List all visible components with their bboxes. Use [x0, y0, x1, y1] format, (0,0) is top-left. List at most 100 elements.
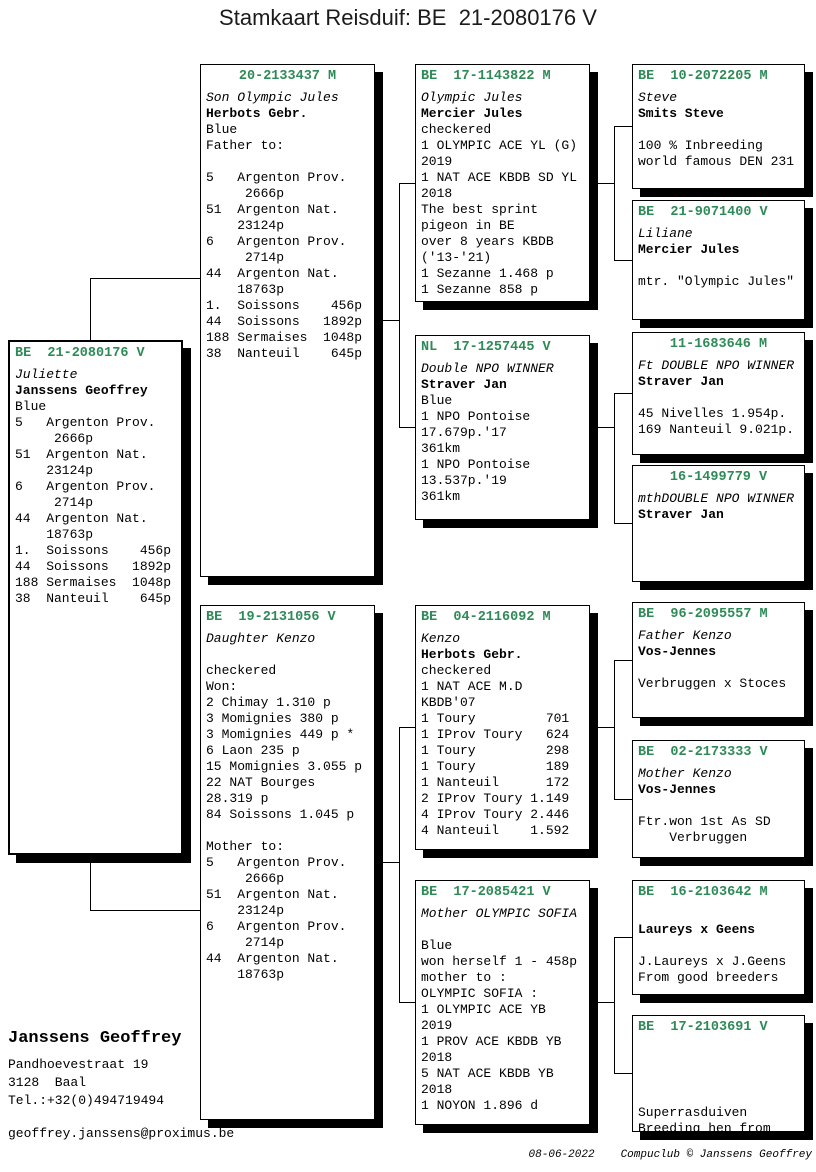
pedigree-line: 361km — [421, 441, 461, 456]
pedigree-line: Verbruggen x Stoces — [638, 676, 787, 691]
pedigree-line: 1 NPO Pontoise — [421, 457, 531, 472]
pedigree-line: Mother OLYMPIC SOFIA — [421, 906, 578, 921]
pedigree-line: The best sprint — [421, 202, 539, 217]
pedigree-line — [421, 922, 584, 938]
pedigree-line — [206, 154, 369, 170]
pedigree-line: 2 IProv Toury 1.149 — [421, 791, 570, 806]
pedigree-line: KBDB'07 — [421, 695, 476, 710]
pedigree-line: 1 Sezanne 858 p — [421, 282, 539, 297]
pedigree-line: 18763p — [206, 967, 285, 982]
pedigree-line — [638, 258, 799, 274]
connector-line — [590, 427, 614, 428]
pedigree-line: 1. Soissons 456p — [15, 543, 172, 558]
pedigree-line: 169 Nanteuil 9.021p. — [638, 422, 795, 437]
pedigree-line: 2714p — [206, 250, 285, 265]
pedigree-line: Steve — [638, 90, 678, 105]
connector-line — [375, 862, 399, 863]
ring-number: BE 96-2095557 M — [638, 607, 768, 622]
pedigree-line: 44 Argenton Nat. — [206, 266, 339, 281]
pedigree-line: 1 OLYMPIC ACE YL (G) — [421, 138, 578, 153]
pedigree-line: Liliane — [638, 226, 693, 241]
pedigree-line — [638, 1073, 799, 1089]
pedigree-line: 15 Momignies 3.055 p — [206, 759, 363, 774]
pedigree-line: Blue — [15, 399, 47, 414]
pedigree-line: 51 Argenton Nat. — [206, 887, 339, 902]
pedigree-line: Mercier Jules — [638, 242, 740, 257]
pedigree-line: 2 Chimay 1.310 p — [206, 695, 331, 710]
ring-number: 11-1683646 M — [669, 337, 768, 352]
pedigree-line: 2018 — [421, 1050, 453, 1065]
pedigree-line: 2018 — [421, 1082, 453, 1097]
owner-email: geoffrey.janssens@proximus.be — [8, 1126, 235, 1141]
pedigree-line: 44 Soissons 1892p — [206, 314, 363, 329]
pedigree-line: ('13-'21) — [421, 250, 492, 265]
contact-block: Janssens Geoffrey Pandhoevestraat 19 312… — [8, 1028, 234, 1143]
connector-line — [399, 183, 400, 428]
pedigree-line: 23124p — [206, 903, 285, 918]
pedigree-line: 5 Argenton Prov. — [206, 170, 347, 185]
pedigree-line: mtr. "Olympic Jules" — [638, 274, 795, 289]
pedigree-line: 2666p — [15, 431, 94, 446]
pedigree-line: checkered — [421, 663, 492, 678]
pedigree-line: Vos-Jennes — [638, 782, 717, 797]
pedigree-line: Mother Kenzo — [638, 766, 732, 781]
pedigree-line — [638, 1057, 799, 1073]
owner-street: Pandhoevestraat 19 — [8, 1057, 149, 1072]
pedigree-line: mthDOUBLE NPO WINNER — [638, 491, 795, 506]
pedigree-line — [638, 1041, 799, 1057]
footer-credit: Compuclub © Janssens Geoffrey — [620, 1149, 812, 1161]
pedigree-line: 2666p — [206, 871, 285, 886]
pedigree-line: OLYMPIC SOFIA : — [421, 986, 539, 1001]
footer-date: 08-06-2022 — [528, 1149, 595, 1161]
pedigree-line: checkered — [421, 122, 492, 137]
pedigree-line — [638, 798, 799, 814]
pedigree-line: 23124p — [206, 218, 285, 233]
connector-line — [90, 278, 91, 340]
pedigree-line: 361km — [421, 489, 461, 504]
pedigree-line: world famous DEN 231 — [638, 154, 795, 169]
pedigree-line: 28.319 p — [206, 791, 269, 806]
pedigree-line: 2019 — [421, 154, 453, 169]
ring-number: BE 21-2080176 V — [15, 346, 145, 361]
pedigree-line: 44 Argenton Nat. — [15, 511, 148, 526]
pedigree-line: 1 Toury 189 — [421, 759, 570, 774]
connector-line — [90, 855, 91, 911]
page-title: Stamkaart Reisduif: BE 21-2080176 V — [219, 5, 597, 30]
connector-line — [614, 523, 633, 524]
pedigree-line — [206, 823, 369, 839]
pedigree-line: Mother to: — [206, 839, 285, 854]
pedigree-line: Vos-Jennes — [638, 644, 717, 659]
pedigree-line: 4 Nanteuil 1.592 — [421, 823, 570, 838]
pedigree-line: 44 Argenton Nat. — [206, 951, 339, 966]
pedigree-line: From good breeders — [638, 970, 779, 985]
connector-line — [399, 183, 416, 184]
pedigree-line: 4 IProv Toury 2.446 — [421, 807, 570, 822]
pedigree-line: checkered — [206, 663, 277, 678]
pedigree-line: 5 NAT ACE KBDB YB — [421, 1066, 554, 1081]
pedigree-line: Son Olympic Jules — [206, 90, 339, 105]
ring-number: BE 04-2116092 M — [421, 610, 551, 625]
pedigree-line: 1 NOYON 1.896 d — [421, 1098, 539, 1113]
pedigree-line: Father Kenzo — [638, 628, 732, 643]
pedigree-line: 18763p — [15, 527, 94, 542]
pedigree-line: Kenzo — [421, 631, 461, 646]
connector-line — [399, 427, 416, 428]
pedigree-line: Won: — [206, 679, 238, 694]
pedigree-line: 6 Laon 235 p — [206, 743, 300, 758]
ring-number: NL 17-1257445 V — [421, 340, 551, 355]
connector-line — [614, 393, 633, 394]
pedigree-line: Juliette — [15, 367, 78, 382]
pedigree-line: 38 Nanteuil 645p — [15, 591, 172, 606]
pedigree-line: 84 Soissons 1.045 p — [206, 807, 355, 822]
pedigree-line: 3 Momignies 449 p * — [206, 727, 355, 742]
pedigree-line: Straver Jan — [421, 377, 507, 392]
pedigree-line: over 8 years KBDB — [421, 234, 554, 249]
connector-line — [614, 660, 633, 661]
